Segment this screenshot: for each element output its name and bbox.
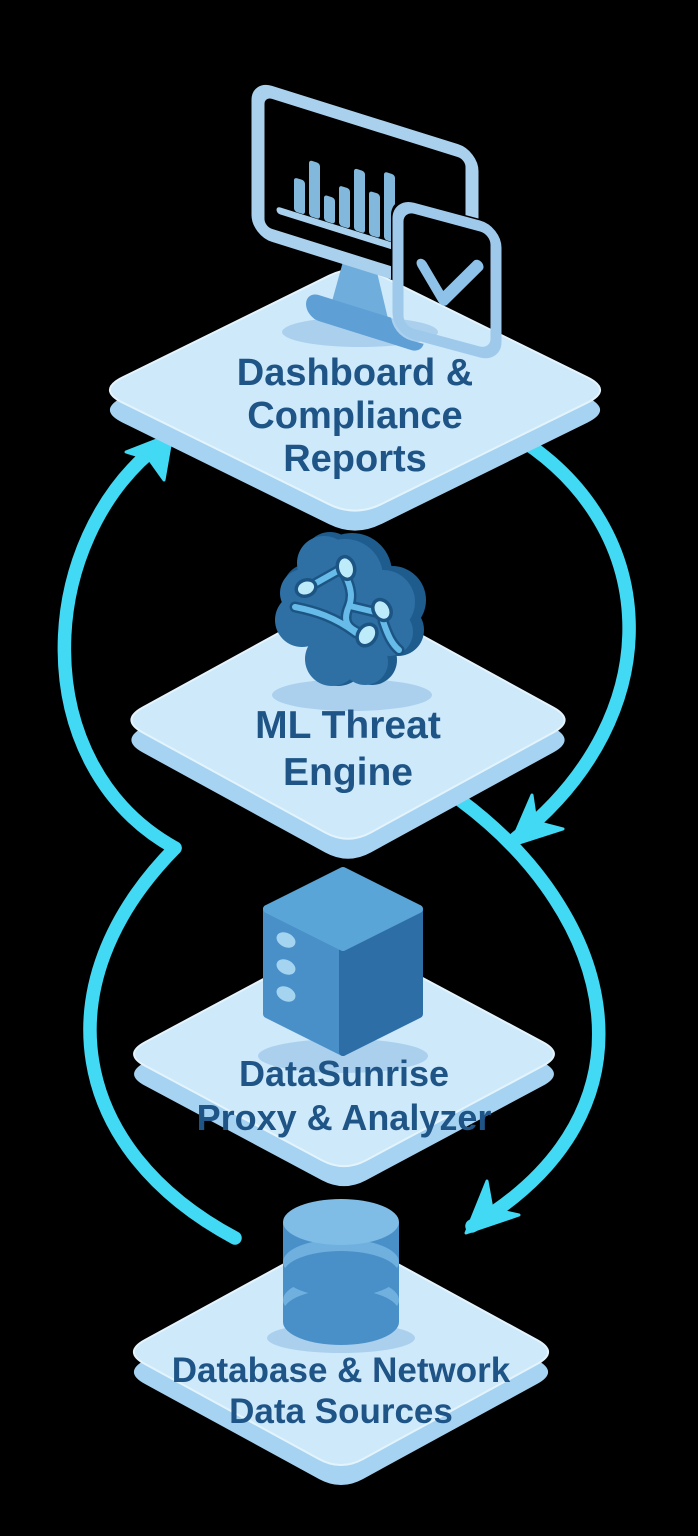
node-label-data-sources: Database & Network Data Sources — [171, 1351, 511, 1431]
arrowhead-down-left-mid-icon — [508, 793, 565, 848]
flow-arc-right-upper — [498, 423, 636, 845]
flow-arrows — [57, 423, 636, 1245]
arrowhead-down-left-bottom-icon — [464, 1179, 521, 1235]
node-label-dashboard: Dashboard & Compliance Reports — [236, 352, 474, 480]
arrowhead-up-right-icon — [124, 432, 174, 482]
neural-network — [289, 554, 405, 656]
database-icon — [283, 1199, 399, 1345]
flow-arc-right-lower — [453, 793, 606, 1233]
server-icon — [263, 867, 423, 1056]
flow-arc-left-upper — [57, 437, 182, 855]
brain-shadow — [272, 679, 432, 711]
brain-icon — [275, 532, 426, 686]
node-label-proxy-analyzer: DataSunrise Proxy & Analyzer — [196, 1053, 492, 1138]
node-label-ml-threat-engine: ML Threat Engine — [255, 704, 441, 794]
tablet-check-icon — [392, 202, 502, 359]
flow-arc-left-lower — [83, 841, 242, 1245]
